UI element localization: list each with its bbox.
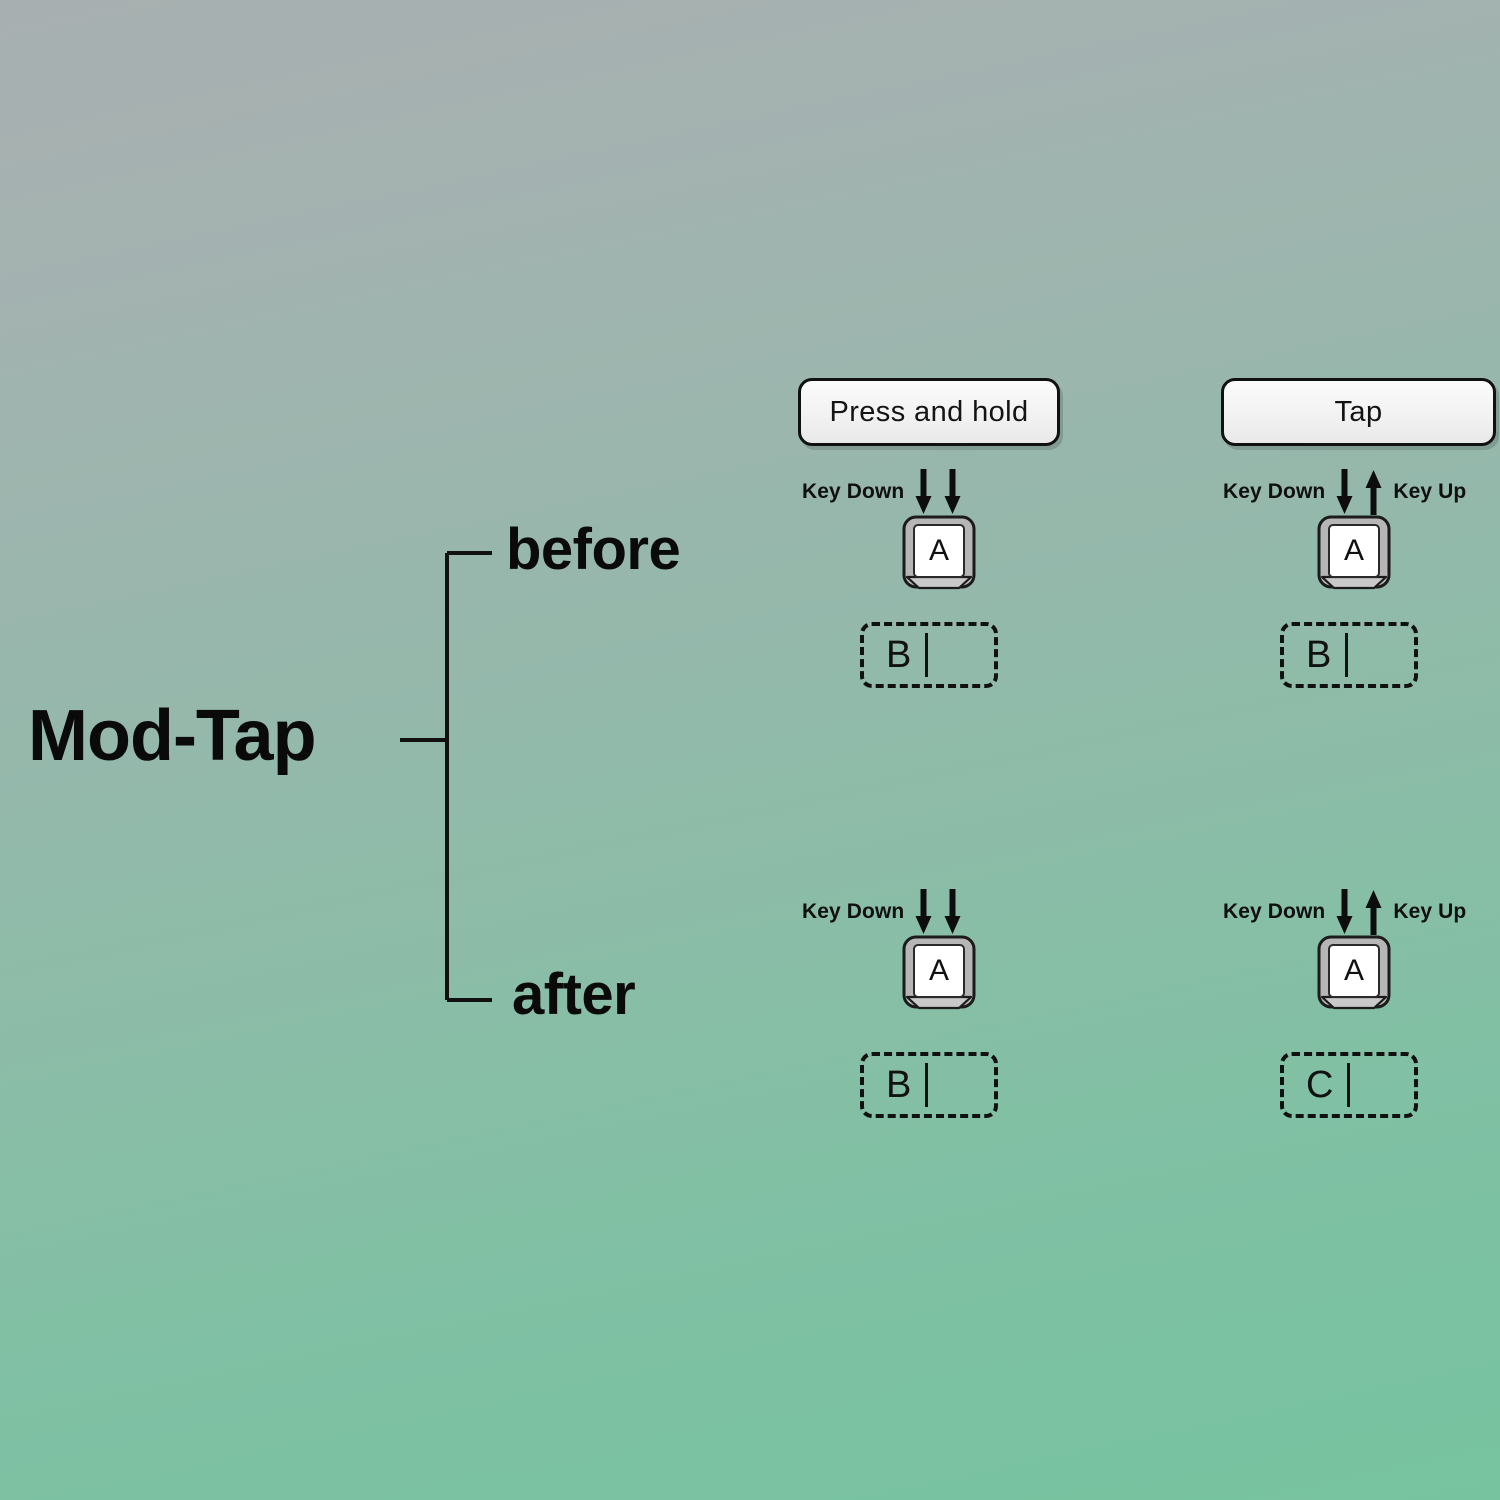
bracket-connector [400, 551, 492, 1002]
keycap-shape [1317, 935, 1391, 1010]
key-down-label: Key Down [1223, 480, 1326, 503]
event-row: Key Down Key Up [1223, 466, 1466, 518]
key-down-label: Key Down [1223, 900, 1326, 923]
key-up-label: Key Up [1393, 900, 1467, 923]
arrow-down-icon [915, 889, 932, 934]
keycap-a[interactable]: A [1317, 935, 1391, 1013]
arrow-up-icon [1365, 470, 1382, 515]
output-field[interactable]: B [860, 1052, 998, 1118]
header-pill-label: Tap [1334, 395, 1383, 428]
keycap-a[interactable]: A [902, 515, 976, 593]
event-row: Key Down [802, 466, 972, 518]
event-row: Key Down Key Up [1223, 886, 1466, 938]
output-text: B [1306, 634, 1332, 676]
arrow-group [915, 889, 961, 935]
text-caret-icon [1345, 633, 1349, 677]
key-up-label: Key Up [1393, 480, 1467, 503]
arrow-down-icon [944, 469, 961, 514]
key-down-label: Key Down [802, 480, 905, 503]
text-caret-icon [1347, 1063, 1351, 1107]
keycap-shape [902, 935, 976, 1010]
text-caret-icon [925, 633, 929, 677]
arrow-group [1336, 469, 1382, 515]
page-title: Mod-Tap [28, 696, 317, 776]
arrow-group [915, 469, 961, 515]
keycap-a[interactable]: A [1317, 515, 1391, 593]
branch-label-after: after [512, 962, 636, 1027]
header-pill-tap[interactable]: Tap [1221, 378, 1496, 446]
output-field[interactable]: B [1280, 622, 1418, 688]
arrow-up-icon [1365, 890, 1382, 935]
key-down-label: Key Down [802, 900, 905, 923]
output-text: C [1306, 1064, 1334, 1106]
output-field[interactable]: B [860, 622, 998, 688]
arrow-down-icon [1336, 889, 1353, 934]
header-pill-label: Press and hold [829, 395, 1029, 428]
arrow-down-icon [915, 469, 932, 514]
output-field[interactable]: C [1280, 1052, 1418, 1118]
text-caret-icon [925, 1063, 929, 1107]
arrow-down-icon [944, 889, 961, 934]
arrow-group [1336, 889, 1382, 935]
output-text: B [886, 1064, 912, 1106]
header-pill-press-and-hold[interactable]: Press and hold [798, 378, 1060, 446]
event-row: Key Down [802, 886, 972, 938]
output-text: B [886, 634, 912, 676]
arrow-down-icon [1336, 469, 1353, 514]
branch-label-before: before [506, 517, 681, 582]
keycap-shape [1317, 515, 1391, 590]
keycap-shape [902, 515, 976, 590]
keycap-a[interactable]: A [902, 935, 976, 1013]
